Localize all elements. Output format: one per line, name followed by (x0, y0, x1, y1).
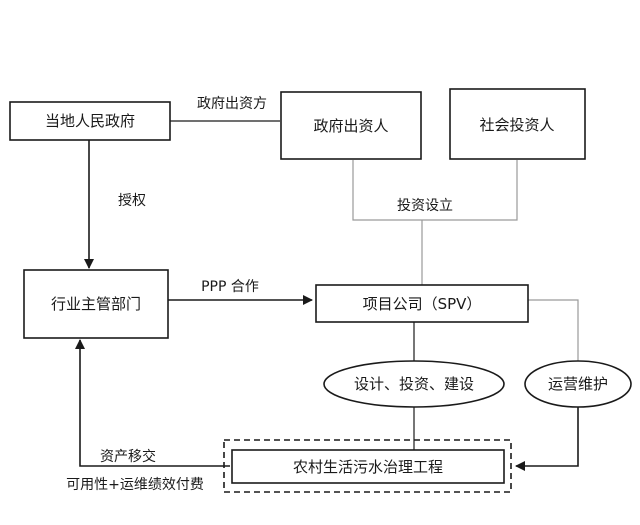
box-social-investor (449, 88, 586, 160)
box-rural-sewage-project (231, 449, 505, 484)
label-design-invest-build: 设计、投资、建设 (354, 375, 474, 393)
label-local-government: 当地人民政府 (45, 112, 135, 130)
label-asset-transfer: 资产移交 (100, 448, 156, 465)
ellipse-design-invest-build (323, 360, 505, 408)
label-authorization: 授权 (118, 193, 146, 209)
label-social-investor: 社会投资人 (479, 116, 554, 134)
label-ppp-cooperation: PPP 合作 (201, 279, 259, 295)
label-availability-payment: 可用性+运维绩效付费 (66, 477, 204, 493)
label-operation-maintenance: 运营维护 (548, 375, 608, 393)
connector-spv-to-operation (528, 299, 579, 361)
label-industry-department: 行业主管部门 (51, 295, 141, 313)
box-local-government (9, 101, 171, 141)
box-project-company (315, 284, 529, 323)
label-rural-sewage-project: 农村生活污水治理工程 (293, 458, 443, 476)
arrow-transfer-to-department (75, 339, 230, 467)
box-industry-department (23, 269, 169, 339)
label-investment-establishment: 投资设立 (397, 198, 453, 214)
project-dashed-frame (223, 439, 512, 493)
label-government-funding-party: 政府出资方 (197, 96, 267, 112)
ellipse-operation-maintenance (524, 360, 632, 408)
label-government-investor: 政府出资人 (313, 117, 388, 135)
box-government-investor (280, 91, 422, 160)
arrow-operation-to-project (515, 406, 579, 471)
label-project-company: 项目公司（SPV） (363, 295, 482, 313)
connector-investors-to-spv (352, 160, 518, 221)
